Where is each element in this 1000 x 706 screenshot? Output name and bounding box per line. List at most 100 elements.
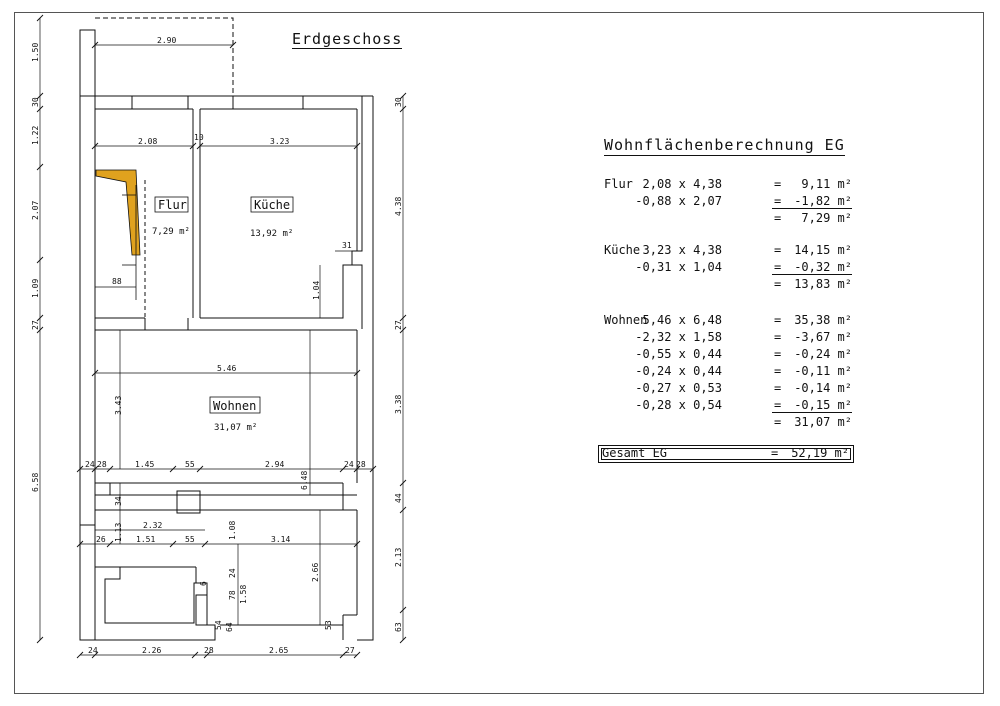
dim-w-26: 26 [96,535,106,544]
calc-equals: = [774,381,782,395]
dim-row-24b: 24 [344,460,354,469]
calc-expression: 3,23 x 4,38 [642,243,722,257]
dim-right-438: 4.38 [394,197,403,216]
dim-row-55a: 55 [185,460,195,469]
calc-title: Wohnflächenberechnung EG [604,136,845,156]
room-label-kueche: Küche [254,198,290,212]
dim-right-338: 3.38 [394,395,403,414]
dim-bot-27: 27 [345,646,355,655]
calc-result: 14,15 m² [794,243,852,257]
dim-bot-24: 24 [88,646,98,655]
total-result: 52,19 m² [791,446,849,460]
floor-title: Erdgeschoss [292,30,403,49]
dim-left-30: 30 [31,97,40,107]
calc-row-kueche: -0,31 x 1,04=-0,32 m² [604,260,852,277]
calc-row-flur: =7,29 m² [604,211,852,228]
calc-expression: -2,32 x 1,58 [635,330,722,344]
dim-row-28a: 28 [97,460,107,469]
dim-w-151: 1.51 [136,535,155,544]
dim-bot-226: 2.26 [142,646,161,655]
room-area-kueche: 13,92 m² [250,229,293,239]
dim-w-232: 2.32 [143,521,162,530]
dim-top-balcony: 2.90 [157,36,176,45]
total-inner-border [601,448,851,460]
calc-result: -1,82 m² [794,194,852,208]
dim-w-78: 78 [228,590,237,600]
calc-label-flur: Flur [604,177,633,191]
room-area-wohnen: 31,07 m² [214,423,257,433]
calc-subtotal-rule [772,412,852,413]
dim-right-27: 27 [394,320,403,330]
total-equals: = [771,446,779,460]
dim-kueche-notch: 31 [342,241,352,250]
calc-equals: = [774,313,782,327]
calc-row-wohnen: -0,27 x 0,53 = -0,14 m² [604,381,852,398]
calc-result: 7,29 m² [801,211,852,225]
calc-expression: 2,08 x 4,38 [642,177,722,191]
dim-left-27: 27 [31,320,40,330]
calc-equals: = [774,398,782,412]
stair-lines [95,185,137,300]
dim-kueche-depth: 1.04 [312,281,321,300]
calc-subtotal-rule [772,274,852,275]
total-box: Gesamt EG = 52,19 m² [598,445,854,463]
dim-w-64: 64 [225,622,234,632]
calc-row-wohnen: -0,24 x 0,44 = -0,11 m² [604,364,852,381]
dim-left-150: 1.50 [31,43,40,62]
calc-equals: = [774,277,782,291]
room-area-flur: 7,29 m² [152,227,190,237]
dim-row-145: 1.45 [135,460,154,469]
dim-bot-265: 2.65 [269,646,288,655]
calc-expression: -0,27 x 0,53 [635,381,722,395]
dim-w-113: 1.13 [114,523,123,542]
calc-equals: = [774,330,782,344]
dim-left-658: 6.58 [31,473,40,492]
calc-row-flur: -0,88 x 2,07=-1,82 m² [604,194,852,211]
calc-result: -0,11 m² [794,364,852,378]
dim-w-314: 3.14 [271,535,290,544]
calc-subtotal-rule [772,208,852,209]
calc-row-wohnen: -0,55 x 0,44=-0,24 m² [604,347,852,364]
room-label-flur: Flur [158,198,187,212]
calc-result: 13,83 m² [794,277,852,291]
calc-result: 31,07 m² [794,415,852,429]
calc-label-wohnen: Wohnen [604,313,648,327]
dim-row-28b: 28 [356,460,366,469]
dim-w-6: 6 [199,581,208,586]
dim-row-24a: 24 [85,460,95,469]
calc-row-kueche: = 13,83 m² [604,277,852,294]
dim-right-44: 44 [394,493,403,503]
wohnen-label-box [209,396,261,414]
dim-w-108: 1.08 [228,521,237,540]
dim-left-109: 1.09 [31,279,40,298]
calc-result: -0,24 m² [794,347,852,361]
dim-w-34: 34 [114,496,123,506]
dim-right-63: 63 [394,622,403,632]
dim-stair-88: 88 [112,277,122,286]
calc-equals: = [774,347,782,361]
dimension-labels-vertical: 1.04 3.43 6.48 34 1.13 1.08 24 78 1.58 2… [31,43,403,632]
dimension-ticks [36,14,407,659]
calc-label-kueche: Küche [604,243,641,257]
calc-equals: = [774,415,782,429]
calc-equals: = [774,364,782,378]
walls [79,29,374,641]
dim-row-294: 2.94 [265,460,284,469]
dim-left-122: 1.22 [31,126,40,145]
calc-expression: -0,24 x 0,44 [635,364,722,378]
dim-wohnen-height: 3.43 [114,396,123,415]
dim-w-266: 2.66 [311,563,320,582]
calc-row-wohnen: = 31,07 m² [604,415,852,432]
dim-w-55b: 55 [185,535,195,544]
dim-flur-width: 2.08 [138,137,157,146]
calc-result: -0,32 m² [794,260,852,274]
calc-expression: -0,88 x 2,07 [635,194,722,208]
dim-wall-10: 10 [194,133,204,142]
calc-result: -0,14 m² [794,381,852,395]
dim-w-24c: 24 [228,568,237,578]
calc-result: -0,15 m² [794,398,852,412]
total-label: Gesamt EG [602,446,668,460]
